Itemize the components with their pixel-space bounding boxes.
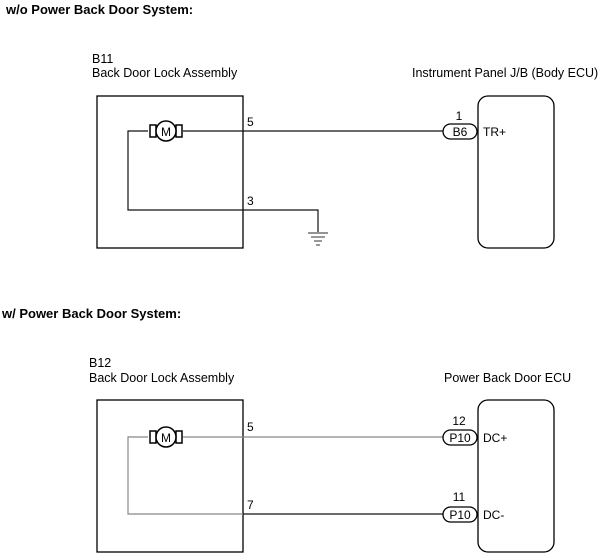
terminal-label-dc-plus: DC+ [483, 431, 507, 445]
connector-code: B6 [453, 125, 468, 139]
connector-code: P10 [449, 508, 471, 522]
back-door-lock-assembly-box [96, 399, 244, 553]
pin-label-5: 5 [247, 115, 254, 129]
connector-pin-number: 11 [453, 490, 466, 504]
pin-label-7: 7 [247, 498, 254, 512]
circuit-wires-top [127, 130, 443, 232]
circuit-wires-bottom [127, 436, 443, 515]
motor-icon: M [149, 426, 183, 448]
connector-p10-dc-plus: 12 P10 [442, 414, 478, 446]
power-back-door-ecu-box [477, 399, 555, 553]
pin-label-3: 3 [247, 194, 254, 208]
connector-p10-dc-minus: 11 P10 [442, 490, 478, 523]
motor-label: M [161, 431, 171, 445]
section-title-with-power-back-door: w/ Power Back Door System: [1, 306, 181, 321]
ecu-name-power-back-door-ecu: Power Back Door ECU [444, 371, 571, 385]
component-name-back-door-lock-assembly: Back Door Lock Assembly [89, 371, 235, 385]
connector-pin-number: 1 [456, 109, 463, 123]
back-door-lock-assembly-box [96, 95, 244, 249]
ground-icon [308, 232, 328, 246]
body-ecu-box [477, 95, 555, 249]
component-name-back-door-lock-assembly: Back Door Lock Assembly [92, 66, 238, 80]
motor-icon: M [149, 120, 183, 142]
component-code-b11: B11 [92, 52, 113, 66]
terminal-label-tr-plus: TR+ [483, 125, 506, 139]
section-title-without-power-back-door: w/o Power Back Door System: [5, 2, 193, 17]
connector-b6: 1 B6 [442, 109, 478, 140]
motor-return-wire [127, 436, 243, 515]
pin-label-5: 5 [247, 420, 254, 434]
motor-label: M [161, 125, 171, 139]
component-code-b12: B12 [89, 356, 111, 370]
connector-code: P10 [449, 431, 471, 445]
ecu-name-body-ecu: Instrument Panel J/B (Body ECU) [412, 66, 598, 80]
connector-pin-number: 12 [452, 414, 466, 428]
terminal-label-dc-minus: DC- [483, 508, 504, 522]
ground-wire [127, 130, 319, 232]
